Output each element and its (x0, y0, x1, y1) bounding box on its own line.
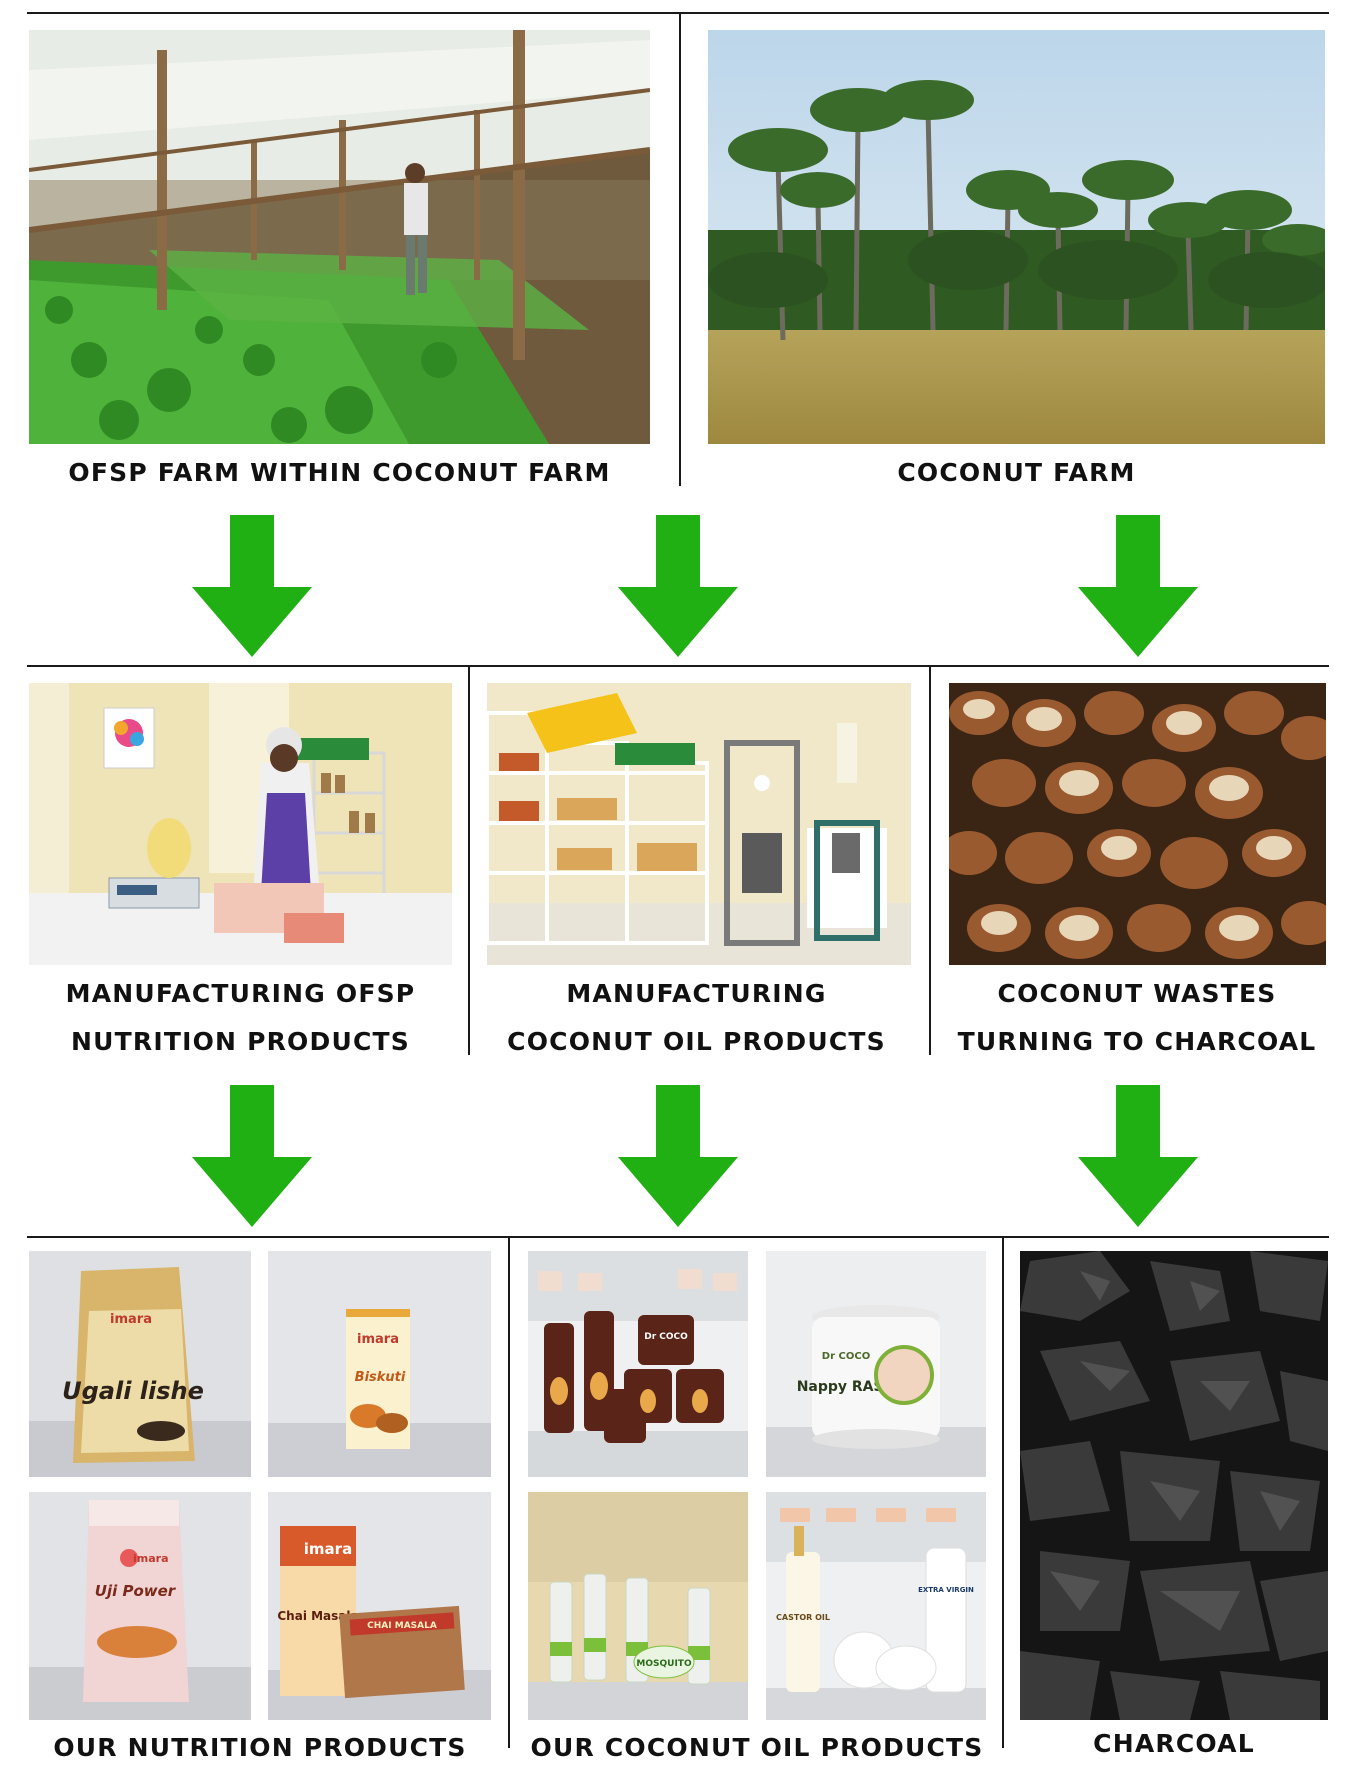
arrow-down-icon (1078, 515, 1198, 657)
top-center-divider (679, 14, 681, 486)
charcoal-photo (1020, 1251, 1328, 1720)
ofsp-manufacturing-caption-line1: MANUFACTURING OFSP (65, 979, 416, 1008)
ugali-lishe-product-photo: imara Ugali lishe (29, 1251, 251, 1477)
ofsp-manufacturing-caption: MANUFACTURING OFSP NUTRITION PRODUCTS (29, 970, 452, 1066)
ofsp-farm-caption: OFSP FARM WITHIN COCONUT FARM (68, 458, 611, 487)
nappy-rash-product-photo: Dr COCO Nappy RASH (766, 1251, 986, 1477)
bottom-left-divider (508, 1238, 510, 1748)
middle-divider (27, 665, 1329, 667)
coconut-wastes-caption-line2: TURNING TO CHARCOAL (957, 1027, 1317, 1056)
middle-left-divider (468, 667, 470, 1055)
svg-text:MOSQUITO: MOSQUITO (636, 1659, 692, 1669)
ofsp-farm-photo (29, 30, 650, 444)
svg-text:imara: imara (304, 1540, 352, 1558)
coconut-oil-manufacturing-caption-line2: COCONUT OIL PRODUCTS (507, 1027, 886, 1056)
coconut-wastes-caption: COCONUT WASTES TURNING TO CHARCOAL (937, 970, 1337, 1066)
coconut-farm-caption: COCONUT FARM (897, 458, 1136, 487)
svg-text:imara: imara (133, 1552, 169, 1565)
coconut-oil-manufacturing-caption: MANUFACTURING COCONUT OIL PRODUCTS (474, 970, 919, 1066)
svg-text:Dr COCO: Dr COCO (644, 1332, 688, 1342)
coconut-oil-manufacturing-photo (487, 683, 911, 965)
svg-text:CHAI MASALA: CHAI MASALA (367, 1621, 437, 1631)
coconut-oil-products-caption: OUR COCONUT OIL PRODUCTS (530, 1733, 984, 1762)
svg-text:imara: imara (110, 1312, 152, 1327)
svg-text:Ugali lishe: Ugali lishe (62, 1377, 204, 1405)
bottom-right-divider (1002, 1238, 1004, 1748)
bottom-divider (27, 1236, 1329, 1238)
top-divider (27, 12, 1329, 14)
ofsp-manufacturing-caption-line2: NUTRITION PRODUCTS (71, 1027, 410, 1056)
uji-power-product-photo: imara Uji Power (29, 1492, 251, 1720)
arrow-down-icon (192, 515, 312, 657)
coconut-oil-manufacturing-caption-line1: MANUFACTURING (566, 979, 827, 1008)
svg-text:Uji Power: Uji Power (95, 1582, 177, 1600)
ofsp-manufacturing-photo (29, 683, 452, 965)
svg-text:Nappy RASH: Nappy RASH (797, 1379, 896, 1395)
svg-text:EXTRA VIRGIN: EXTRA VIRGIN (918, 1586, 974, 1594)
coconut-farm-photo (708, 30, 1325, 444)
castor-extra-virgin-product-photo: CASTOR OIL EXTRA VIRGIN (766, 1492, 986, 1720)
chai-masala-product-photo: imara Chai Masala CHAI MASALA (268, 1492, 491, 1720)
coconut-wastes-caption-line1: COCONUT WASTES (997, 979, 1277, 1008)
svg-text:Dr COCO: Dr COCO (822, 1351, 870, 1362)
svg-text:Biskuti: Biskuti (355, 1370, 406, 1385)
arrow-down-icon (618, 515, 738, 657)
dr-coco-oils-product-photo: Dr COCO (528, 1251, 748, 1477)
charcoal-caption: CHARCOAL (1093, 1729, 1255, 1758)
biskuti-product-photo: imara Biskuti (268, 1251, 491, 1477)
arrow-down-icon (192, 1085, 312, 1227)
arrow-down-icon (618, 1085, 738, 1227)
mosquito-product-photo: MOSQUITO (528, 1492, 748, 1720)
svg-text:imara: imara (357, 1332, 399, 1347)
svg-text:Chai Masala: Chai Masala (277, 1609, 358, 1623)
arrow-down-icon (1078, 1085, 1198, 1227)
nutrition-products-caption: OUR NUTRITION PRODUCTS (53, 1733, 467, 1762)
middle-right-divider (929, 667, 931, 1055)
coconut-wastes-photo (949, 683, 1326, 965)
svg-text:CASTOR OIL: CASTOR OIL (776, 1613, 830, 1622)
